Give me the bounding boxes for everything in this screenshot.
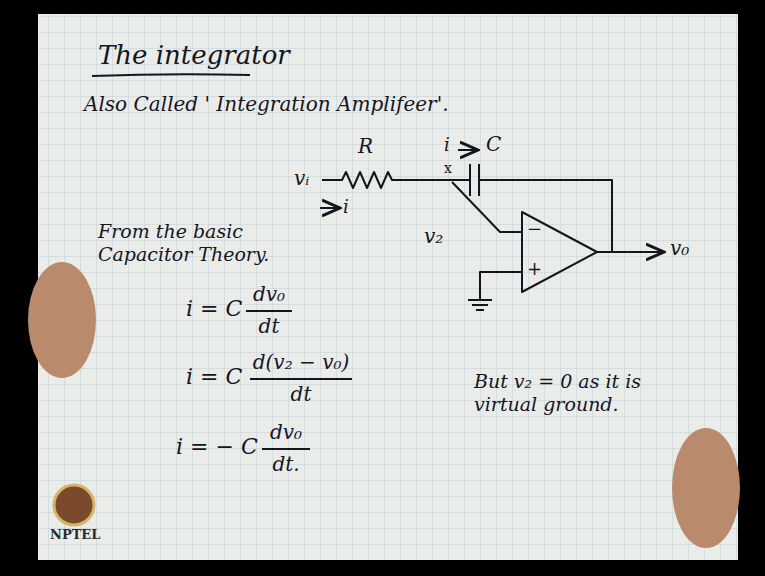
output-wire <box>597 251 662 253</box>
signal-name: vᵢ <box>294 166 309 190</box>
title: The integrator <box>98 40 290 71</box>
current-label: i <box>444 134 450 156</box>
note: But v₂ = 0 as it is virtual ground. <box>474 370 654 416</box>
equation: dt <box>291 382 312 406</box>
equation: dv₀ <box>270 420 302 444</box>
op-amp-symbol <box>522 212 597 292</box>
subtitle: Also Called ' Integration Amplifeer'. <box>84 92 449 116</box>
equation: dv₀ <box>253 282 285 306</box>
noninverting-input-wire <box>480 272 522 300</box>
node-mark: x <box>444 160 452 177</box>
equation: dt. <box>272 452 299 476</box>
equation: d(v₂ − v₀) <box>253 350 350 374</box>
paper <box>38 14 738 560</box>
fraction-bars <box>246 311 352 449</box>
feedback-wire <box>479 180 612 252</box>
note: From the basic Capacitor Theory. <box>98 220 288 266</box>
inverting-input-wire <box>452 182 522 232</box>
equation: i = C <box>186 296 242 322</box>
logo-mark <box>54 485 94 525</box>
integrator-circuit <box>320 150 662 310</box>
grid <box>38 14 738 560</box>
hand <box>28 262 96 378</box>
current-label: i <box>343 196 349 218</box>
capacitor-symbol <box>470 164 479 196</box>
title-underline <box>92 74 250 76</box>
current-arrow <box>320 207 338 209</box>
hand <box>672 428 740 548</box>
component-label: C <box>486 132 501 156</box>
pin-sign: − <box>527 218 542 240</box>
ground-symbol <box>468 300 492 310</box>
component-label: R <box>358 134 373 158</box>
watermark: NPTEL <box>50 527 100 543</box>
current-arrow <box>458 149 476 151</box>
pin-sign: + <box>527 258 542 280</box>
signal-name: v₀ <box>670 236 689 260</box>
equation: i = C <box>186 364 242 390</box>
equation: i = − C <box>176 434 258 460</box>
signal-name: v₂ <box>424 224 443 248</box>
equation: dt <box>259 314 280 338</box>
